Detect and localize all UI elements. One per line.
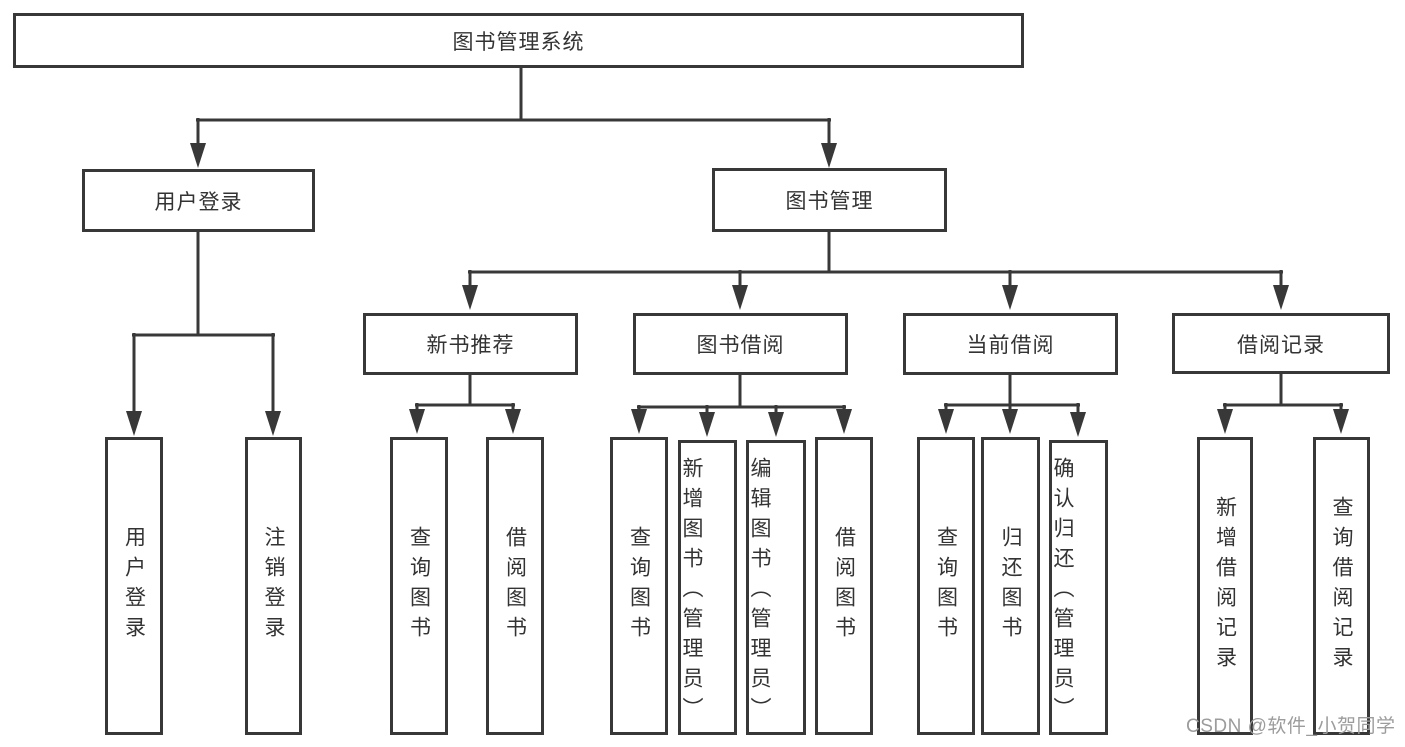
- leaf-query-books-1-label: 查询图书: [407, 526, 431, 646]
- node-user-login-label: 用户登录: [154, 190, 243, 214]
- leaf-edit-books-admin-label: 编辑图书（管理员）: [748, 456, 771, 727]
- leaf-query-books-2: 查询图书: [610, 437, 668, 735]
- connector-user-login-children: [126, 232, 281, 436]
- node-current-borrowing-label: 当前借阅: [966, 334, 1055, 357]
- leaf-add-books-admin: 新增图书（管理员）: [678, 440, 737, 735]
- leaf-confirm-return-admin-label: 确认归还（管理员）: [1051, 456, 1074, 727]
- node-borrowing-records: 借阅记录: [1172, 313, 1390, 374]
- node-book-borrowing: 图书借阅: [633, 313, 848, 375]
- node-book-management: 图书管理: [712, 168, 947, 232]
- leaf-borrow-books-1-label: 借阅图书: [503, 526, 527, 646]
- node-borrowing-records-label: 借阅记录: [1237, 333, 1325, 357]
- node-new-book-recommendation-label: 新书推荐: [426, 334, 515, 357]
- leaf-add-borrow-record: 新增借阅记录: [1197, 437, 1253, 735]
- node-root: 图书管理系统: [13, 13, 1024, 68]
- leaf-query-borrow-record-label: 查询借阅记录: [1330, 496, 1353, 676]
- leaf-return-books: 归还图书: [981, 437, 1040, 735]
- watermark: CSDN @软件_小贺同学: [1186, 716, 1396, 737]
- leaf-query-books-3-label: 查询图书: [934, 526, 958, 646]
- leaf-return-books-label: 归还图书: [999, 526, 1022, 646]
- leaf-logout-label: 注销登录: [262, 526, 285, 646]
- leaf-query-borrow-record: 查询借阅记录: [1313, 437, 1370, 735]
- connector-borrowing-records-children: [1217, 374, 1349, 434]
- connector-new-book-children: [409, 375, 521, 434]
- leaf-edit-books-admin: 编辑图书（管理员）: [746, 440, 806, 735]
- leaf-user-login-label: 用户登录: [122, 526, 146, 646]
- connector-current-borrowing-children: [938, 375, 1086, 437]
- leaf-borrow-books-2: 借阅图书: [815, 437, 873, 735]
- node-book-management-label: 图书管理: [785, 190, 874, 213]
- node-user-login: 用户登录: [82, 169, 315, 232]
- node-new-book-recommendation: 新书推荐: [363, 313, 578, 375]
- leaf-query-books-3: 查询图书: [917, 437, 975, 735]
- connector-book-management-sections: [462, 232, 1289, 310]
- leaf-query-books-1: 查询图书: [390, 437, 448, 735]
- leaf-logout: 注销登录: [245, 437, 302, 735]
- node-current-borrowing: 当前借阅: [903, 313, 1118, 375]
- leaf-borrow-books-1: 借阅图书: [486, 437, 544, 735]
- leaf-add-borrow-record-label: 新增借阅记录: [1213, 496, 1237, 676]
- leaf-confirm-return-admin: 确认归还（管理员）: [1049, 440, 1108, 735]
- node-root-label: 图书管理系统: [452, 30, 585, 54]
- leaf-borrow-books-2-label: 借阅图书: [832, 526, 856, 646]
- connector-root-to-level2: [190, 68, 837, 168]
- node-book-borrowing-label: 图书借阅: [696, 334, 785, 357]
- leaf-user-login: 用户登录: [105, 437, 163, 735]
- leaf-query-books-2-label: 查询图书: [627, 526, 651, 646]
- connector-book-borrowing-children: [631, 375, 852, 437]
- leaf-add-books-admin-label: 新增图书（管理员）: [680, 456, 703, 727]
